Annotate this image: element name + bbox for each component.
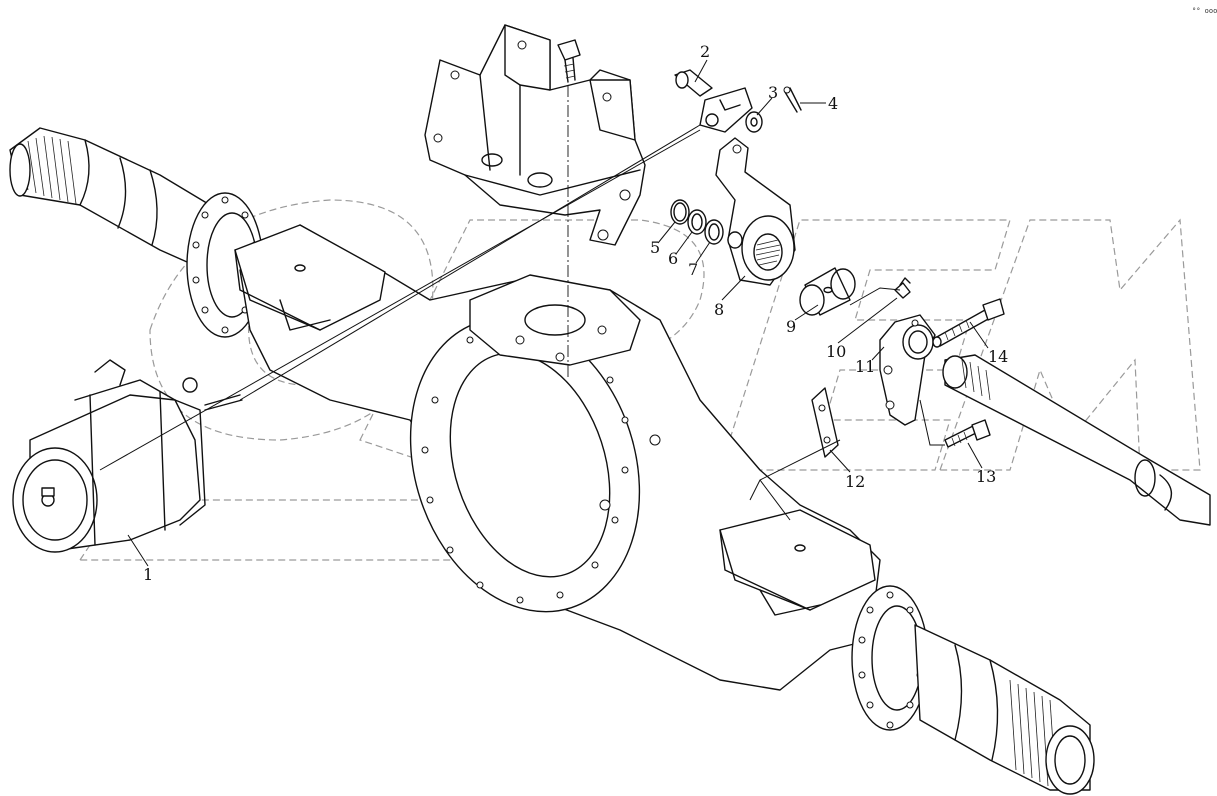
- callout-9: 9: [786, 317, 796, 336]
- camshaft-bushing: [799, 267, 856, 316]
- callout-10: 10: [826, 342, 846, 361]
- seal-washer: [704, 219, 724, 245]
- callout-5: 5: [650, 238, 660, 257]
- callout-labels: 1 2 3 4 5 6 7 8 9 10 11 12 13 14: [143, 42, 1008, 584]
- spacer-washer: [687, 209, 707, 235]
- callout-14: 14: [988, 347, 1008, 366]
- short-bolt: [944, 419, 991, 448]
- chamber-bracket: [424, 24, 646, 380]
- slack-adjuster: [715, 137, 796, 286]
- axle-housing: [9, 127, 1095, 795]
- callout-12: 12: [845, 472, 865, 491]
- brake-chamber: [12, 359, 243, 553]
- clevis: [699, 87, 753, 133]
- snap-ring: [670, 199, 690, 225]
- camshaft-bracket: [879, 314, 936, 426]
- grease-fitting: [894, 277, 911, 299]
- callout-11: 11: [855, 357, 875, 376]
- callout-3: 3: [768, 83, 778, 102]
- cotter-pin: [783, 86, 802, 113]
- mounting-plate: [811, 387, 839, 458]
- washer: [745, 111, 763, 133]
- callout-6: 6: [668, 249, 678, 268]
- callout-leaders: [127, 59, 989, 567]
- long-bolt: [932, 298, 1005, 348]
- s-camshaft: [942, 354, 1211, 526]
- callout-7: 7: [688, 260, 698, 279]
- callout-8: 8: [714, 300, 724, 319]
- callout-4: 4: [828, 94, 838, 113]
- callout-2: 2: [700, 42, 710, 61]
- clevis-pin: [674, 69, 713, 97]
- assembly-lines: [99, 124, 945, 521]
- corner-mark: °° ooo: [1192, 7, 1217, 15]
- callout-1: 1: [143, 565, 153, 584]
- callout-13: 13: [976, 467, 996, 486]
